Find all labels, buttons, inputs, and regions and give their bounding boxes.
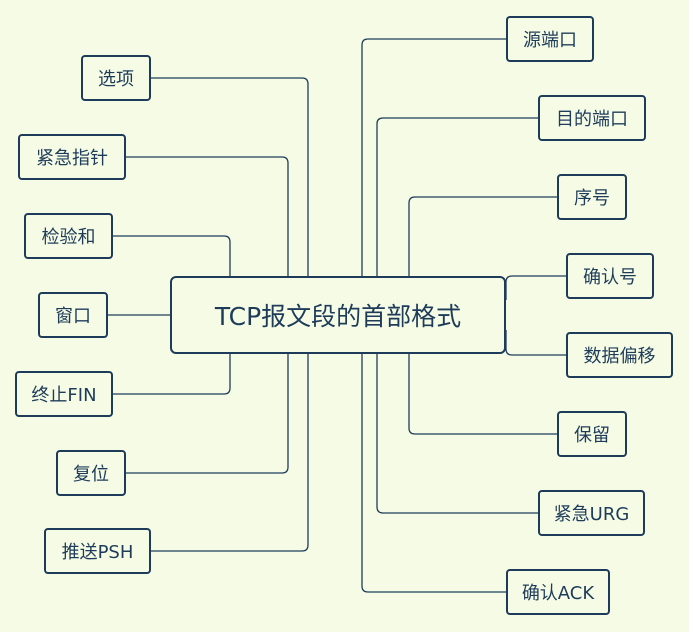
node-label: 确认ACK [521,583,595,604]
node-label: 选项 [98,69,134,90]
node-label: 窗口 [55,306,91,327]
connector-checksum [113,235,231,276]
connector-seq [408,196,557,276]
node-ack-num[interactable]: 确认号 [566,253,654,299]
connector-urgent-pointer [126,156,289,276]
connector-reserved [408,354,557,435]
connector-data-offset [505,330,566,356]
node-label: 终止FIN [31,385,97,406]
node-urgent-pointer[interactable]: 紧急指针 [18,134,126,180]
node-label: 检验和 [41,227,96,248]
node-rst[interactable]: 复位 [56,450,126,496]
node-src-port[interactable]: 源端口 [506,16,594,62]
node-seq[interactable]: 序号 [557,174,627,220]
node-checksum[interactable]: 检验和 [24,213,113,259]
node-psh[interactable]: 推送PSH [44,528,151,574]
connector-ack [361,354,506,593]
node-label: 序号 [574,188,610,209]
connector-rst [126,354,289,474]
node-label: 源端口 [523,30,577,51]
connector-ack-num [505,275,566,300]
node-urg[interactable]: 紧急URG [538,490,645,536]
node-label: 目的端口 [556,109,628,130]
node-fin[interactable]: 终止FIN [15,371,113,417]
node-dst-port[interactable]: 目的端口 [538,95,646,141]
node-ack[interactable]: 确认ACK [506,569,610,615]
connector-fin [113,354,231,395]
node-label: 紧急URG [553,504,630,525]
connector-dst-port [376,117,538,276]
node-data-offset[interactable]: 数据偏移 [566,332,673,378]
node-label: 保留 [574,425,610,446]
connector-options [151,77,309,276]
node-label: 紧急指针 [36,148,108,169]
node-label: 复位 [73,464,109,485]
connector-psh [151,354,309,552]
node-label: 数据偏移 [583,346,656,367]
connector-urg [376,354,538,514]
node-label: 确认号 [583,267,637,288]
node-window[interactable]: 窗口 [38,292,108,338]
root-node[interactable]: TCP报文段的首部格式 [170,276,506,354]
root-label: TCP报文段的首部格式 [214,302,462,331]
node-label: 推送PSH [61,542,134,563]
connector-src-port [361,38,506,276]
node-options[interactable]: 选项 [81,55,151,101]
node-reserved[interactable]: 保留 [557,411,627,457]
